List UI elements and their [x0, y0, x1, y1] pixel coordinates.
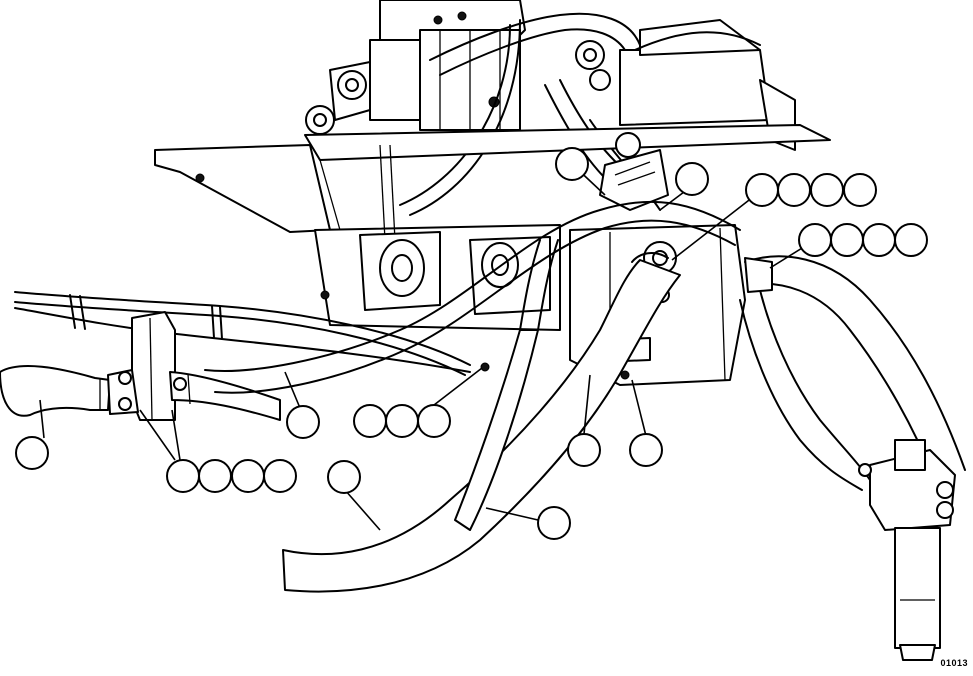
left-large-hose [0, 364, 281, 421]
lower-large-hose [282, 252, 681, 593]
callout-clamp-3[interactable] [231, 459, 265, 493]
callout-group-a-1[interactable] [353, 404, 387, 438]
callouts [15, 147, 928, 540]
callout-group-a-2[interactable] [385, 404, 419, 438]
right-hoses [739, 255, 966, 491]
callout-upper-hose[interactable] [675, 162, 709, 196]
callout-group-c-1[interactable] [798, 223, 832, 257]
callout-group-b-1[interactable] [745, 173, 779, 207]
callout-left-hose-end[interactable] [15, 436, 49, 470]
callout-pump-bracket[interactable] [567, 433, 601, 467]
callout-clamp-1[interactable] [166, 459, 200, 493]
callout-group-c-3[interactable] [862, 223, 896, 257]
leader-lines [39, 163, 816, 531]
callout-middle-hose[interactable] [286, 405, 320, 439]
callout-group-b-4[interactable] [843, 173, 877, 207]
callout-group-c-4[interactable] [894, 223, 928, 257]
filter-assembly [858, 439, 956, 661]
callout-group-b-2[interactable] [777, 173, 811, 207]
callout-clamp-4[interactable] [263, 459, 297, 493]
callout-upper-fitting[interactable] [555, 147, 589, 181]
callout-small-hose[interactable] [537, 506, 571, 540]
callout-group-b-3[interactable] [810, 173, 844, 207]
left-bracket [131, 311, 176, 421]
callout-lower-large-hose[interactable] [327, 460, 361, 494]
callout-group-c-2[interactable] [830, 223, 864, 257]
callout-group-a-3[interactable] [417, 404, 451, 438]
callout-clamp-2[interactable] [198, 459, 232, 493]
callout-fitting[interactable] [629, 433, 663, 467]
angled-fitting [599, 132, 669, 211]
left-pipe [14, 291, 490, 376]
small-lower-hose [454, 239, 559, 531]
figure-id-label: 01013 [940, 658, 968, 668]
middle-sweeping-hose [204, 200, 741, 394]
